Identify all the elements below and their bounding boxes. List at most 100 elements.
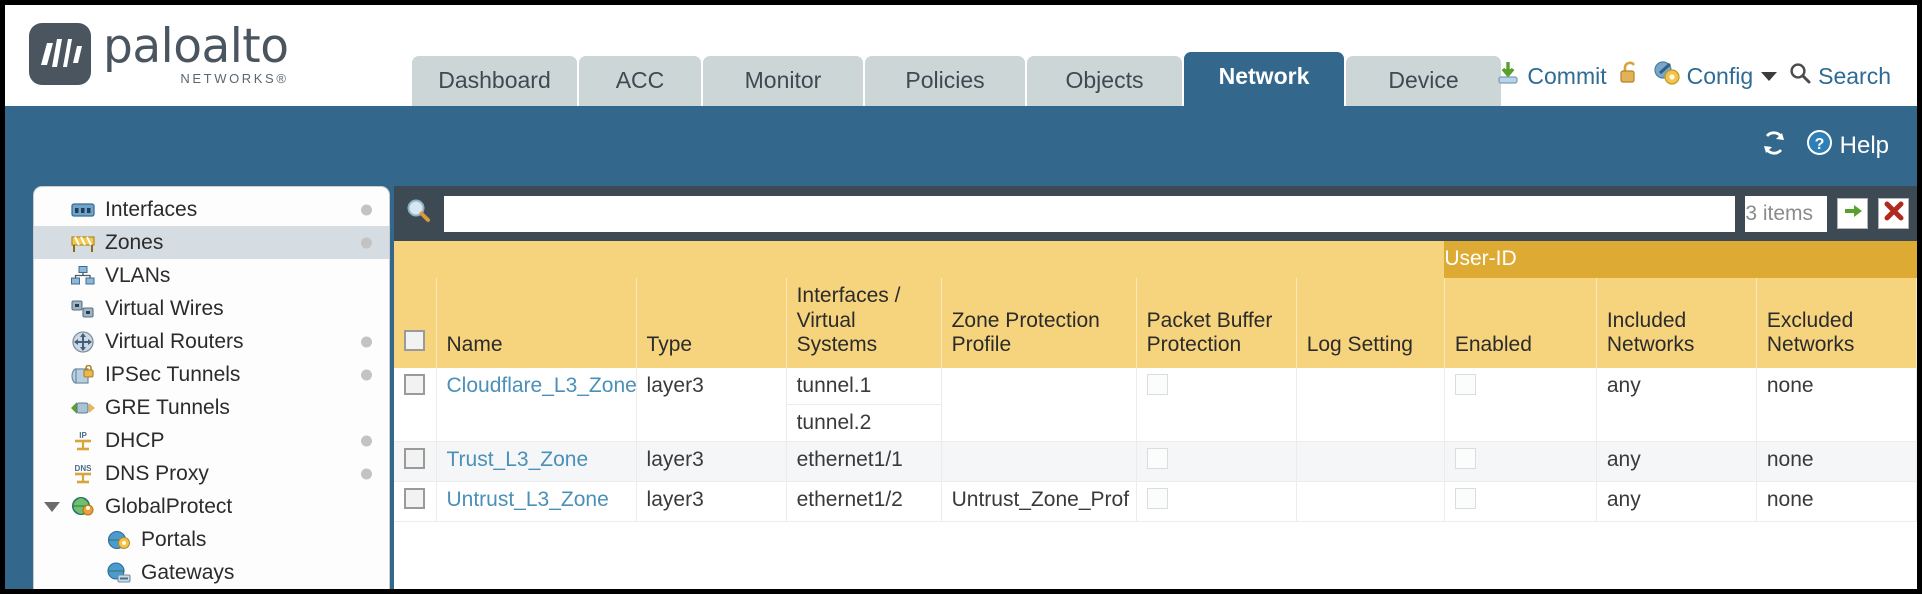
zone-interfaces-cell: ethernet1/1: [786, 441, 942, 483]
svg-text:IP: IP: [79, 431, 87, 440]
brand-tagline: NETWORKS®: [180, 71, 289, 86]
sidebar-item-label: GRE Tunnels: [105, 395, 230, 419]
packet-buffer-protection-cell: [1136, 481, 1297, 523]
select-all-header: [394, 277, 437, 369]
zone-type-cell: layer3: [636, 481, 787, 523]
apply-filter-button[interactable]: [1837, 198, 1868, 229]
row-select-checkbox[interactable]: [404, 374, 425, 396]
column-header-type: Type: [636, 277, 787, 369]
excluded-networks-cell: none: [1756, 441, 1917, 483]
ipsec-tunnels-icon: [70, 364, 96, 386]
log-setting-cell: [1296, 368, 1445, 443]
svg-text:DNS: DNS: [75, 464, 93, 473]
help-button[interactable]: ? Help: [1806, 129, 1889, 163]
packet-buffer-protection-checkbox[interactable]: [1146, 488, 1168, 510]
refresh-button[interactable]: [1760, 130, 1788, 163]
sidebar-item-globalprotect[interactable]: GlobalProtect: [34, 490, 389, 523]
virtual-routers-icon: [70, 330, 96, 353]
config-menu-button[interactable]: Config: [1653, 60, 1778, 92]
zone-name-link[interactable]: Trust_L3_Zone: [446, 448, 589, 472]
column-header-enabled: Enabled: [1444, 277, 1597, 369]
packet-buffer-protection-cell: [1136, 368, 1297, 443]
userid-enabled-checkbox[interactable]: [1454, 448, 1476, 470]
sidebar-item-status-dot: [361, 369, 372, 380]
sidebar-item-vlans[interactable]: VLANs: [34, 259, 389, 292]
interface-entry: ethernet1/2: [796, 488, 903, 512]
included-networks-cell: any: [1596, 441, 1757, 483]
commit-label: Commit: [1527, 62, 1607, 89]
sidebar-item-ipsec-tunnels[interactable]: IPSec Tunnels: [34, 358, 389, 391]
commit-download-icon: [1495, 60, 1521, 92]
column-header-packet-buffer: Packet Buffer Protection: [1136, 277, 1297, 369]
interface-entry: tunnel.1: [786, 368, 941, 406]
tab-network[interactable]: Network: [1184, 52, 1344, 106]
sidebar-item-zones[interactable]: Zones: [34, 226, 389, 259]
zone-interfaces-cell: ethernet1/2: [786, 481, 942, 523]
red-x-icon: [1883, 200, 1905, 227]
sidebar-item-label: Virtual Wires: [105, 296, 224, 320]
excluded-networks-cell: none: [1756, 368, 1917, 443]
sidebar-item-label: IPSec Tunnels: [105, 362, 241, 386]
chevron-down-icon[interactable]: [44, 501, 60, 512]
zone-name-link[interactable]: Cloudflare_L3_Zone: [446, 374, 637, 398]
zone-name-link[interactable]: Untrust_L3_Zone: [446, 488, 609, 512]
help-question-icon: ?: [1806, 129, 1833, 163]
tab-acc[interactable]: ACC: [579, 56, 701, 106]
packet-buffer-protection-checkbox[interactable]: [1146, 374, 1168, 396]
userid-enabled-checkbox[interactable]: [1454, 488, 1476, 510]
sidebar-item-interfaces[interactable]: Interfaces: [34, 193, 389, 226]
sidebar-item-virtual-routers[interactable]: Virtual Routers: [34, 325, 389, 358]
portals-icon: [106, 529, 132, 551]
lock-open-button[interactable]: [1618, 60, 1642, 92]
zone-type-cell: layer3: [636, 368, 787, 443]
vlans-icon: [70, 265, 96, 287]
chevron-down-icon: [1761, 71, 1778, 81]
included-networks-cell: any: [1596, 481, 1757, 523]
sidebar-item-portals[interactable]: Portals: [34, 523, 389, 556]
main-panel: 3 items: [394, 186, 1917, 589]
blue-toolbar: ? Help: [5, 106, 1917, 186]
svg-text:?: ?: [1814, 136, 1824, 153]
tab-policies[interactable]: Policies: [865, 56, 1025, 106]
green-arrow-icon: [1842, 200, 1864, 227]
sidebar-item-gateways[interactable]: Gateways: [34, 556, 389, 589]
tab-device[interactable]: Device: [1346, 56, 1501, 106]
help-label: Help: [1839, 132, 1889, 159]
zone-name-cell: Cloudflare_L3_Zone: [436, 368, 637, 443]
sidebar-item-label: Virtual Routers: [105, 329, 244, 353]
sidebar-item-label: Zones: [105, 230, 164, 254]
sidebar-item-virtual-wires[interactable]: Virtual Wires: [34, 292, 389, 325]
column-header-interfaces: Interfaces / Virtual Systems: [786, 277, 942, 369]
zone-protection-profile-cell: [941, 441, 1137, 483]
sidebar-item-gre-tunnels[interactable]: GRE Tunnels: [34, 391, 389, 424]
select-all-checkbox[interactable]: [404, 330, 425, 352]
userid-enabled-cell: [1444, 368, 1597, 443]
commit-button[interactable]: Commit: [1495, 60, 1607, 92]
tab-objects[interactable]: Objects: [1027, 56, 1182, 106]
table-group-spacer: [394, 241, 1445, 278]
packet-buffer-protection-cell: [1136, 441, 1297, 483]
zone-name-cell: Untrust_L3_Zone: [436, 481, 637, 523]
clear-filter-button[interactable]: [1878, 198, 1909, 229]
row-select-checkbox[interactable]: [404, 448, 425, 470]
search-button[interactable]: Search: [1788, 61, 1891, 91]
zone-name-cell: Trust_L3_Zone: [436, 441, 637, 483]
row-select-checkbox[interactable]: [404, 488, 425, 510]
tab-monitor[interactable]: Monitor: [703, 56, 863, 106]
gre-tunnels-icon: [70, 397, 96, 419]
userid-enabled-checkbox[interactable]: [1454, 374, 1476, 396]
tab-dashboard[interactable]: Dashboard: [412, 56, 577, 106]
packet-buffer-protection-checkbox[interactable]: [1146, 448, 1168, 470]
filter-search-input[interactable]: [444, 195, 1736, 232]
